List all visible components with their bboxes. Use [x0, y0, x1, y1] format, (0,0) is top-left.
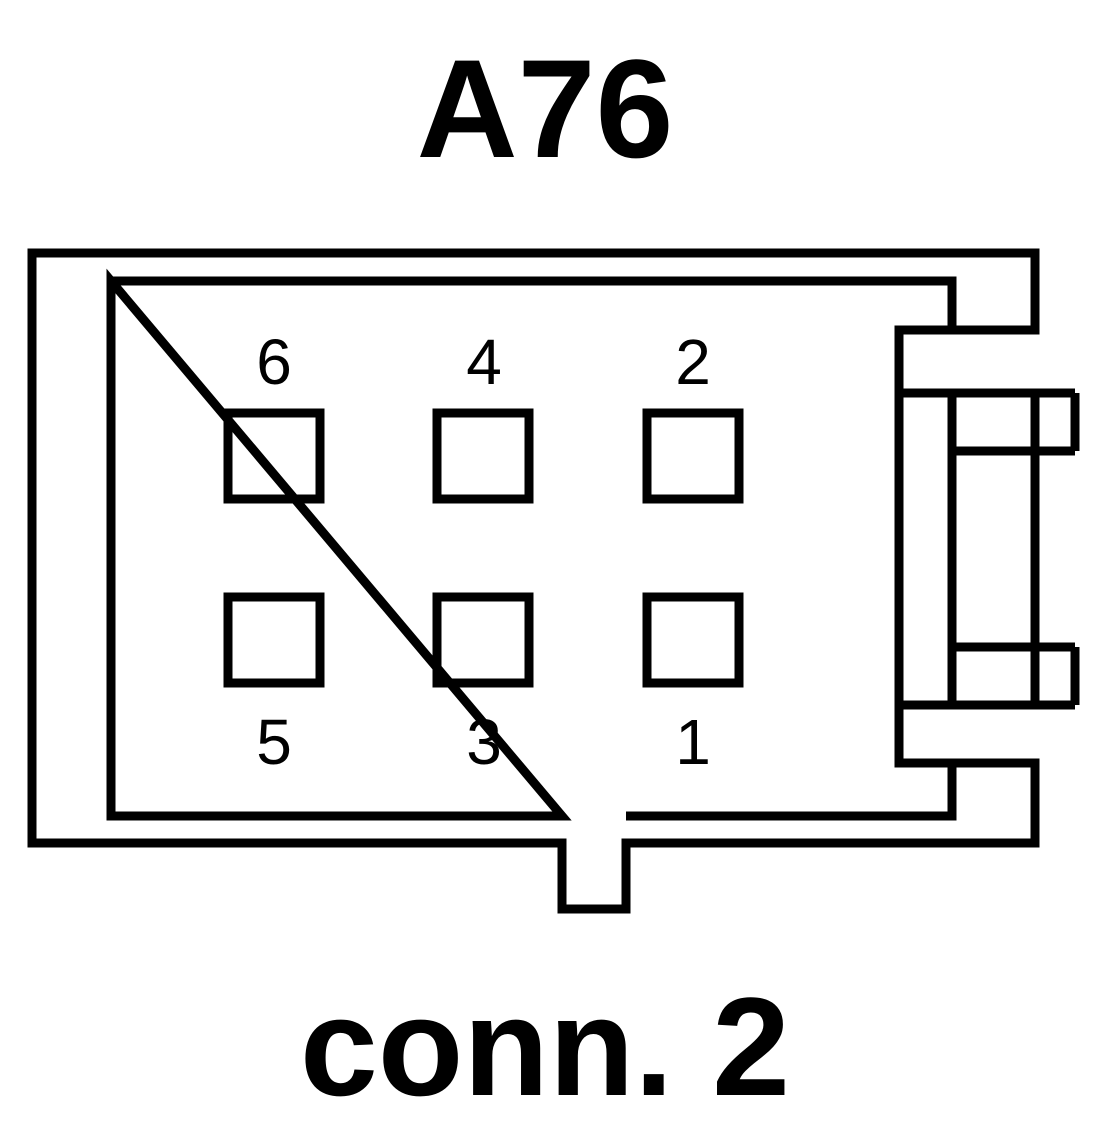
- pin-cavity-3: [432, 592, 534, 688]
- pin-cavity-1: [642, 592, 744, 688]
- latch-mechanism: [899, 388, 1080, 710]
- pin-cavity-4: [432, 408, 534, 504]
- pin-cavity-5: [223, 592, 325, 688]
- pin-label-2: 2: [675, 326, 711, 398]
- connector-title: A76: [417, 30, 674, 187]
- pin-label-5: 5: [256, 706, 292, 778]
- pin-cavity-6: [223, 408, 325, 504]
- pin-label-6: 6: [256, 326, 292, 398]
- pin-label-3: 3: [466, 706, 502, 778]
- housing-inner-cavity: [106, 268, 957, 821]
- pin-label-1: 1: [675, 706, 711, 778]
- housing-outer-outline: [27, 248, 1040, 914]
- pin-cavity-2: [642, 408, 744, 504]
- pin-label-4: 4: [466, 326, 502, 398]
- connector-subtitle: conn. 2: [300, 968, 790, 1125]
